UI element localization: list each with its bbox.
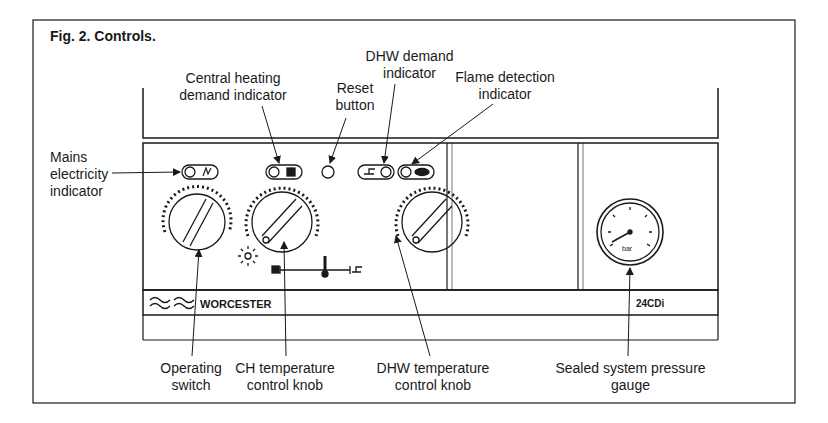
model-number: 24CDi: [636, 297, 686, 310]
callout-label: Sealed system pressure gauge: [548, 360, 713, 394]
callout-label: Flame detection indicator: [440, 69, 570, 103]
figure-title: Fig. 2. Controls.: [50, 28, 156, 45]
callout-label: DHW temperature control knob: [368, 360, 498, 394]
gauge-unit: bar: [622, 244, 642, 254]
callout-label: Mains electricity indicator: [50, 149, 125, 200]
callout-label: Operating switch: [150, 360, 232, 394]
callout-label: Reset button: [325, 80, 385, 114]
callout-label: CH temperature control knob: [226, 360, 344, 394]
callout-label: Central heating demand indicator: [168, 70, 298, 104]
callout-label: DHW demand indicator: [362, 48, 457, 82]
brand-logo: WORCESTER: [200, 297, 290, 311]
